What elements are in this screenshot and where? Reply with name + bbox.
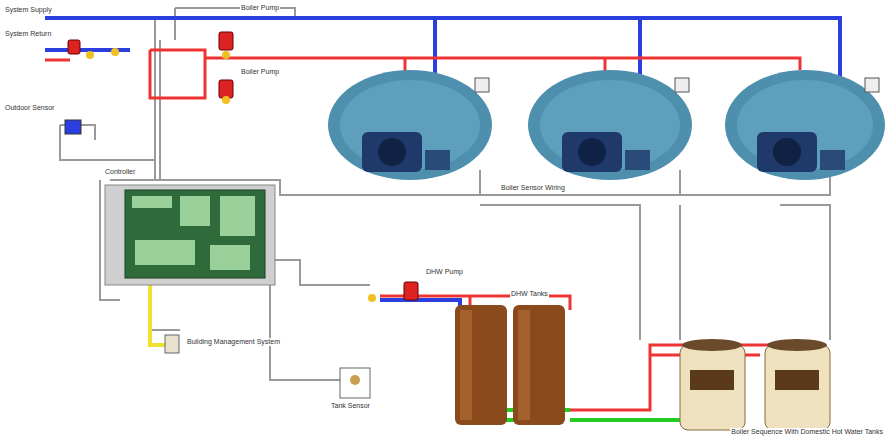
part-label: Tank Sensor xyxy=(330,402,371,410)
part-label: Boiler Sensor Wiring xyxy=(500,184,566,192)
part-label: System Return xyxy=(4,30,52,38)
part-label: Boiler Pump xyxy=(240,4,280,12)
caption: Boiler Sequence With Domestic Hot Water … xyxy=(730,428,884,436)
part-label: Boiler Pump xyxy=(240,68,280,76)
part-label: Outdoor Sensor xyxy=(4,104,55,112)
part-label: Controller xyxy=(104,168,136,176)
part-label: System Supply xyxy=(4,6,53,14)
part-label: DHW Pump xyxy=(425,268,464,276)
part-label: DHW Tanks xyxy=(510,290,549,298)
part-label: Building Management System xyxy=(186,338,281,346)
